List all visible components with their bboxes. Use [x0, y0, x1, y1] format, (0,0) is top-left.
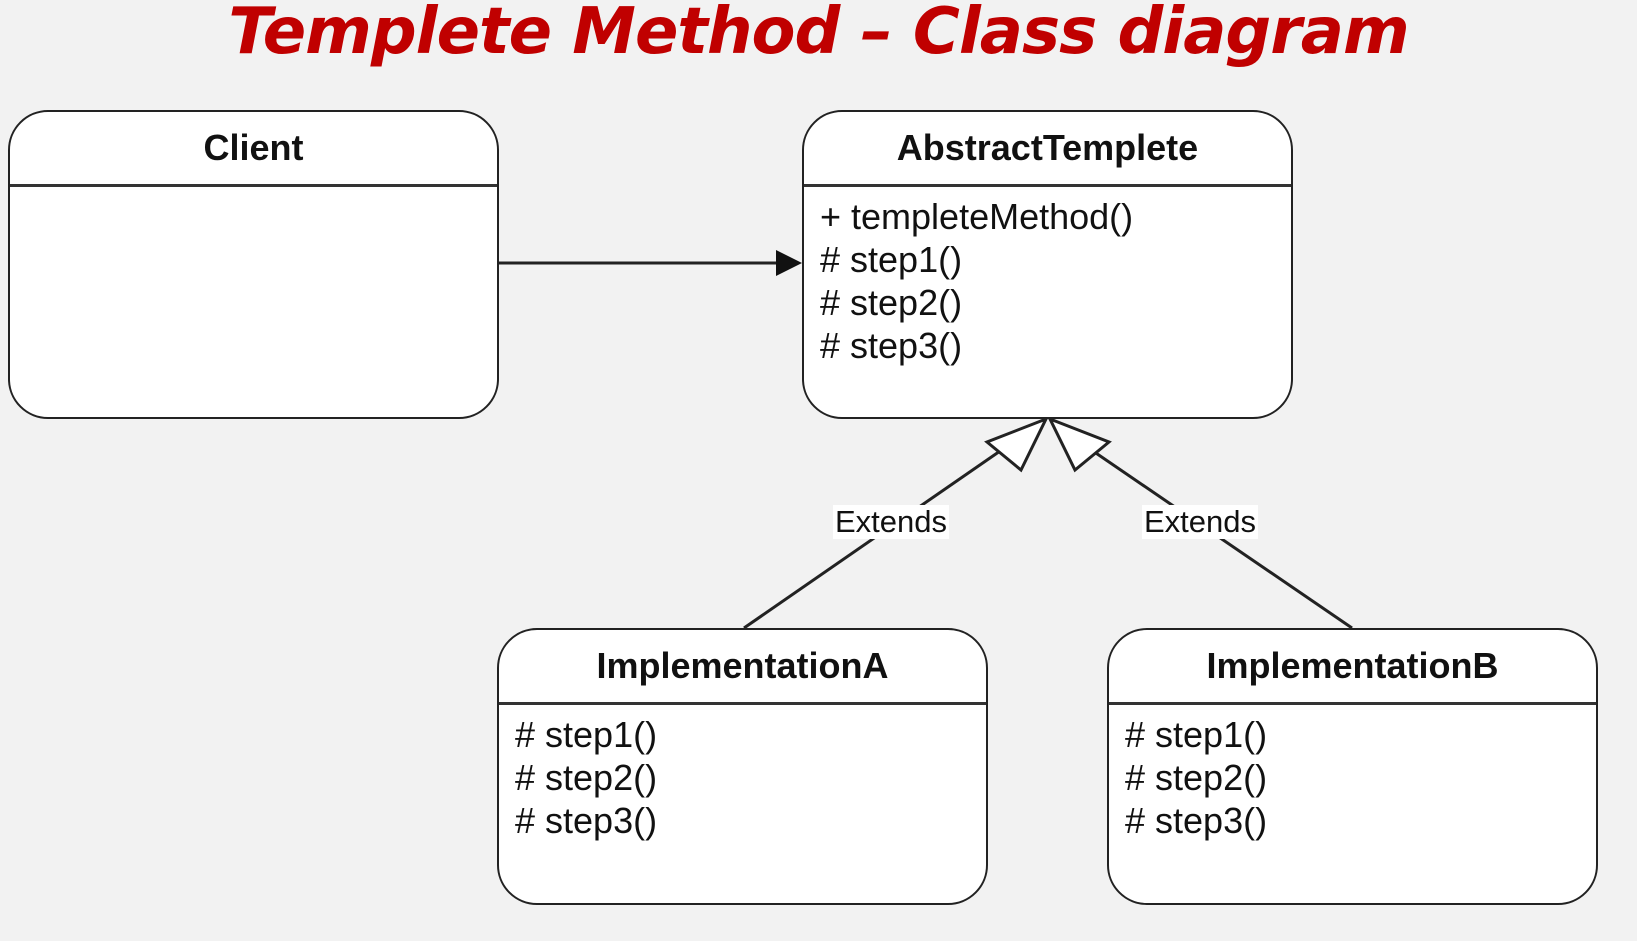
diagram-title: Templete Method – Class diagram [228, 0, 1409, 69]
member-method: # step2() [1125, 757, 1268, 798]
member-method: # step2() [820, 282, 963, 323]
generalization-triangle-b [1046, 416, 1112, 473]
class-abstract-template[interactable]: AbstractTemplete + templeteMethod() # st… [802, 110, 1293, 419]
class-client[interactable]: Client [8, 110, 499, 419]
class-name: Client [10, 112, 497, 187]
class-name: ImplementationA [499, 630, 986, 705]
member-list: + templeteMethod() # step1() # step2() #… [804, 187, 1291, 367]
member-method: # step2() [515, 757, 658, 798]
extends-label-a: Extends [832, 504, 950, 539]
member-method: # step1() [1125, 714, 1268, 755]
class-name: AbstractTemplete [804, 112, 1291, 187]
member-method: # step1() [820, 239, 963, 280]
member-list: # step1() # step2() # step3() [499, 705, 986, 842]
extends-label-b: Extends [1141, 504, 1259, 539]
member-method: # step3() [820, 325, 963, 366]
class-implementation-a[interactable]: ImplementationA # step1() # step2() # st… [497, 628, 988, 905]
association-arrowhead [776, 250, 802, 276]
class-implementation-b[interactable]: ImplementationB # step1() # step2() # st… [1107, 628, 1598, 905]
member-list: # step1() # step2() # step3() [1109, 705, 1596, 842]
class-name: ImplementationB [1109, 630, 1596, 705]
member-method: # step1() [515, 714, 658, 755]
member-method: + templeteMethod() [820, 196, 1134, 237]
member-method: # step3() [515, 800, 658, 841]
member-method: # step3() [1125, 800, 1268, 841]
generalization-triangle-a [984, 416, 1050, 473]
